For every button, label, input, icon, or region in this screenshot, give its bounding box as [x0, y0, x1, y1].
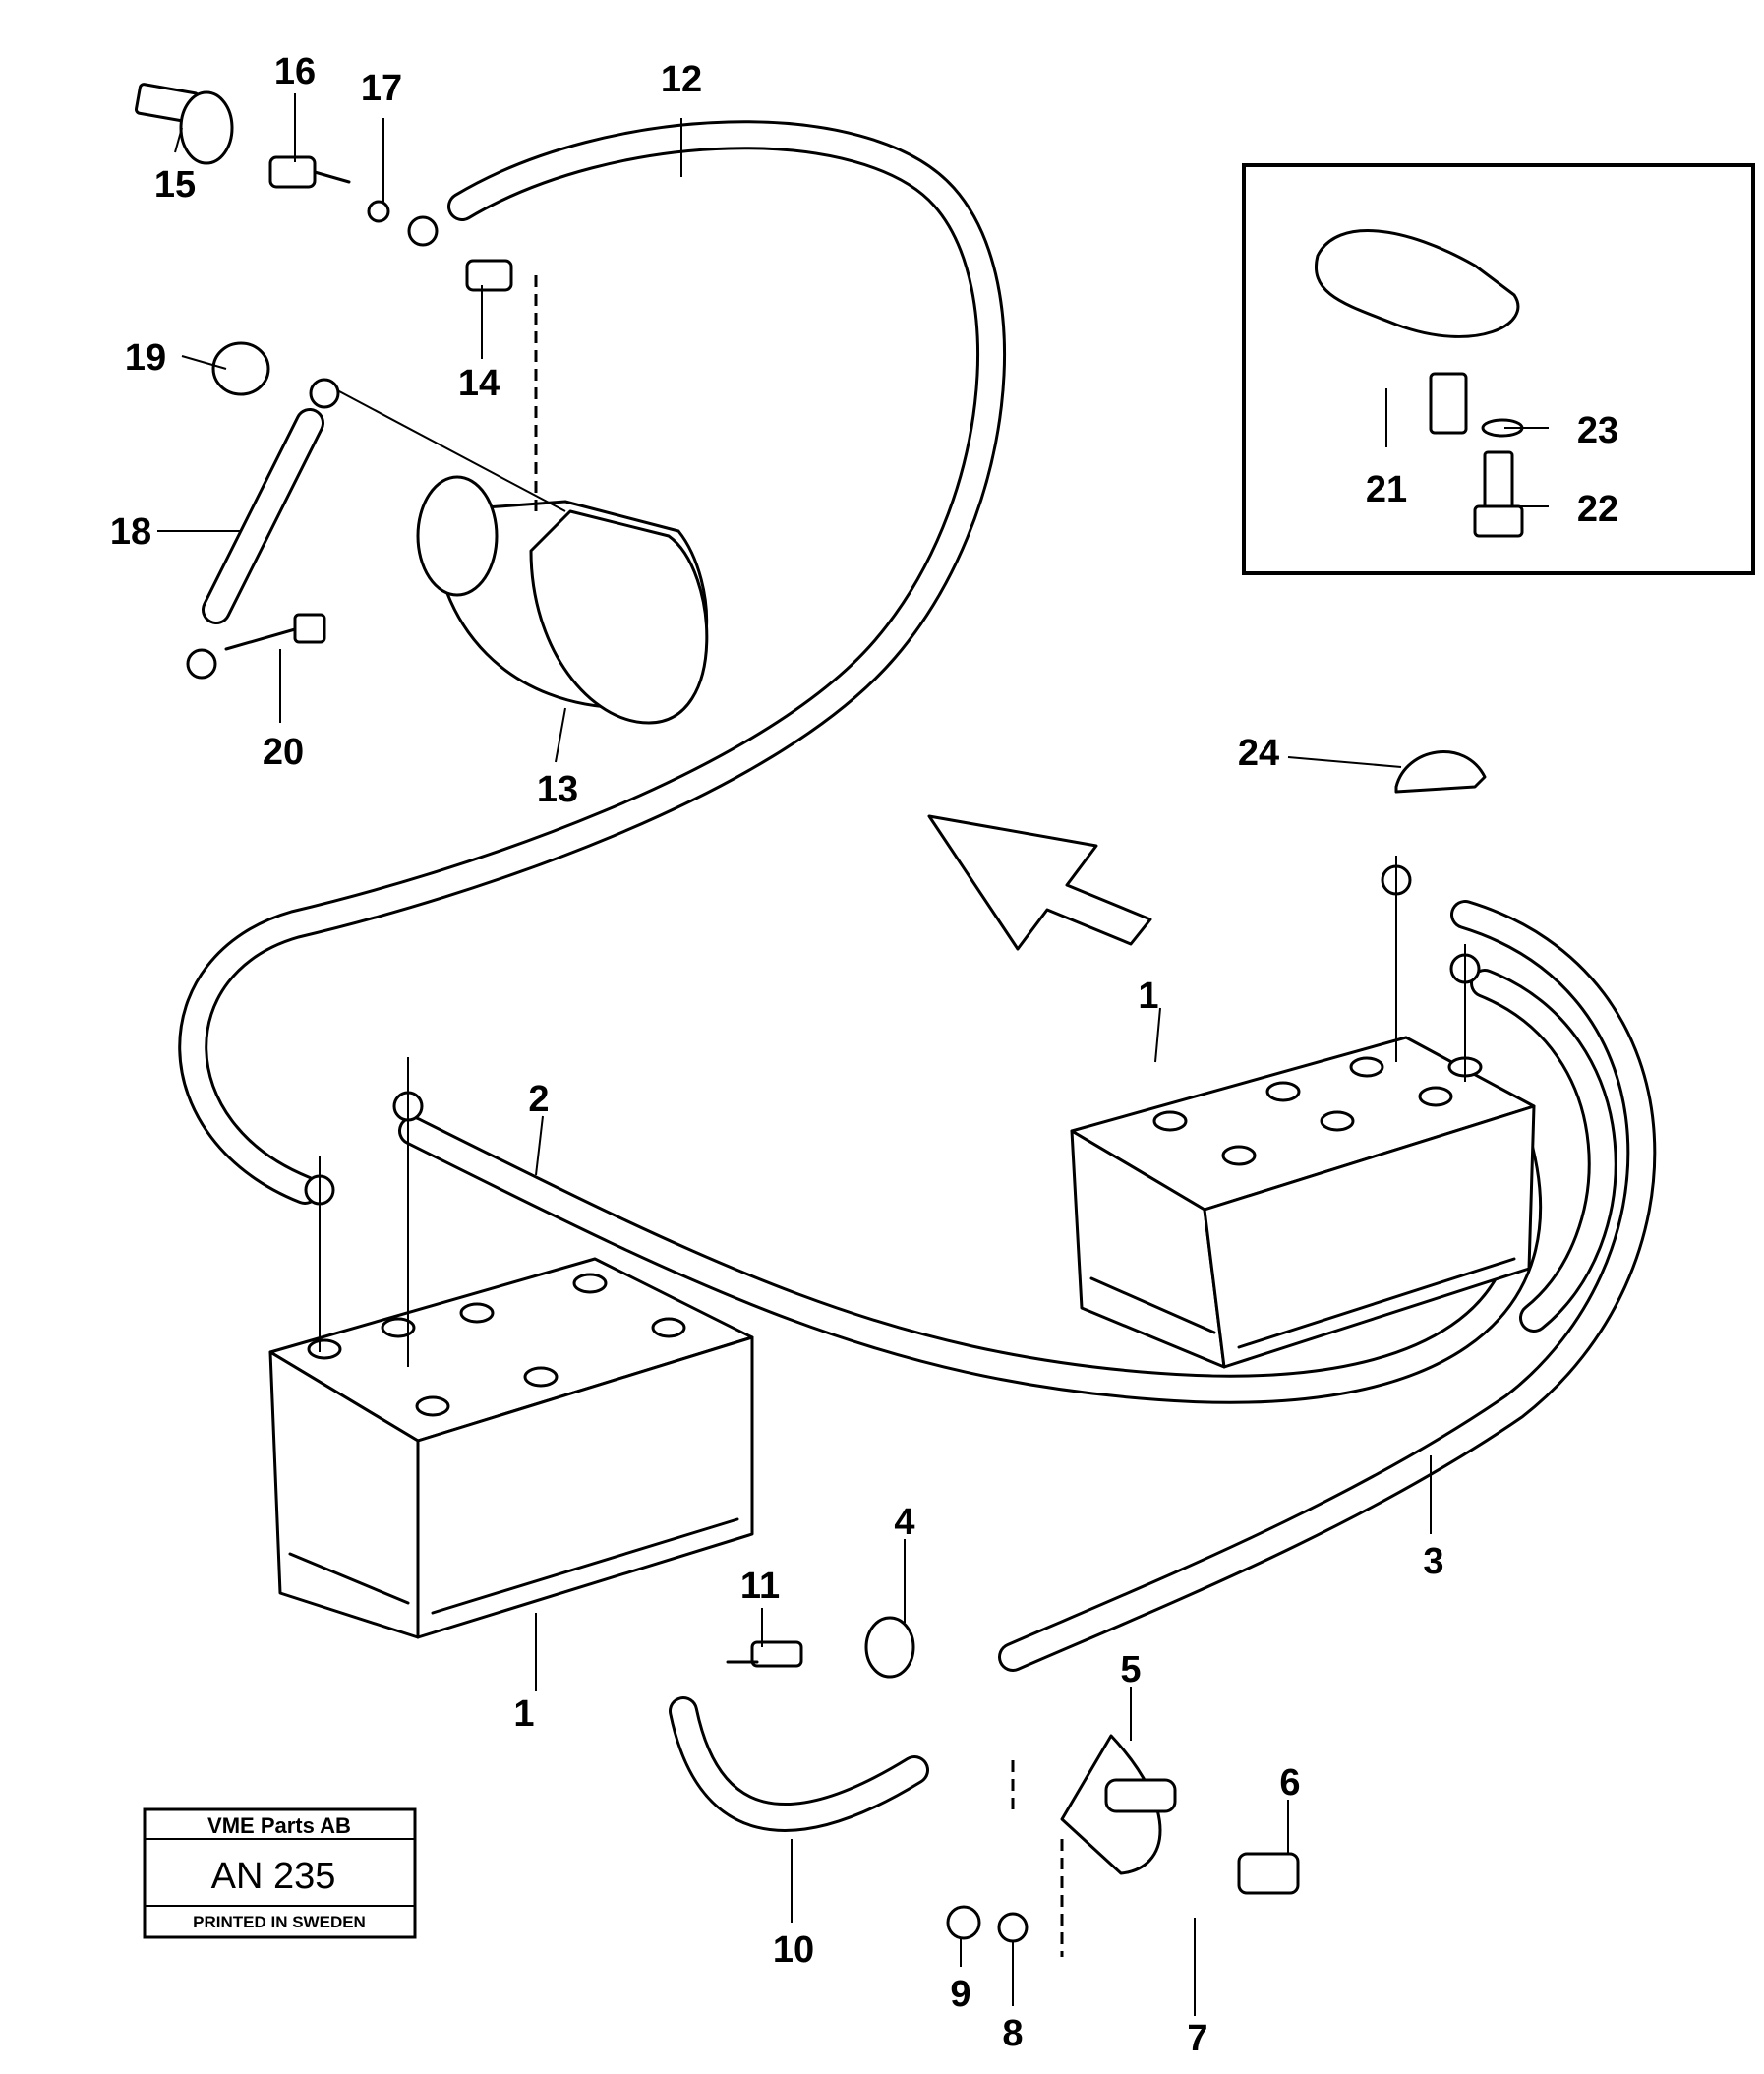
- callout-1-rear: 1: [1138, 976, 1158, 1017]
- main-switch-parts: [726, 1616, 1300, 1957]
- callout-15: 15: [154, 164, 196, 206]
- callout-labels: 1 1 1 2 3 4 5 6 7 8 9 10 11 12 13 14 15 …: [110, 51, 1618, 2059]
- callout-3: 3: [1423, 1541, 1443, 1582]
- callout-21: 21: [1366, 469, 1407, 510]
- callout-22: 22: [1577, 489, 1618, 530]
- stamp-code: AN 235: [211, 1856, 336, 1897]
- battery-front: [268, 1257, 754, 1639]
- callout-11: 11: [740, 1566, 780, 1607]
- callout-13: 13: [537, 769, 578, 810]
- callout-9: 9: [950, 1974, 970, 2015]
- stamp-company: VME Parts AB: [207, 1813, 351, 1838]
- clip-24: [1394, 750, 1487, 794]
- callout-2: 2: [528, 1079, 549, 1120]
- callout-16: 16: [274, 51, 316, 92]
- callout-7: 7: [1187, 2018, 1207, 2059]
- callout-19: 19: [125, 337, 166, 379]
- callout-20: 20: [263, 732, 304, 773]
- battery-terminals: [304, 856, 1481, 1367]
- callout-12: 12: [661, 59, 702, 100]
- callout-17: 17: [361, 68, 402, 109]
- callout-1-front: 1: [513, 1693, 534, 1735]
- stamp-printed: PRINTED IN SWEDEN: [193, 1913, 366, 1931]
- cable-10: [669, 1696, 929, 1832]
- callout-23: 23: [1577, 410, 1618, 451]
- inset-detail: [1242, 163, 1755, 575]
- small-parts-top: [134, 83, 513, 680]
- callout-8: 8: [1002, 2013, 1023, 2054]
- callout-18: 18: [110, 511, 151, 553]
- cable-2: [398, 1116, 1543, 1404]
- leader-lines: [157, 93, 1549, 2016]
- callout-10: 10: [773, 1929, 814, 1971]
- publisher-stamp: VME Parts AB AN 235 PRINTED IN SWEDEN: [143, 1807, 417, 1939]
- cable-18: [202, 408, 324, 624]
- callout-5: 5: [1120, 1649, 1141, 1690]
- cable-3: [998, 900, 1657, 1672]
- callout-14: 14: [458, 363, 500, 404]
- cable-12: [178, 120, 1006, 1205]
- starter-motor: [323, 275, 709, 725]
- battery-rear: [1070, 1036, 1536, 1369]
- callout-6: 6: [1279, 1762, 1300, 1804]
- callout-4: 4: [894, 1502, 914, 1543]
- callout-24: 24: [1238, 733, 1279, 774]
- direction-arrow: [927, 814, 1152, 951]
